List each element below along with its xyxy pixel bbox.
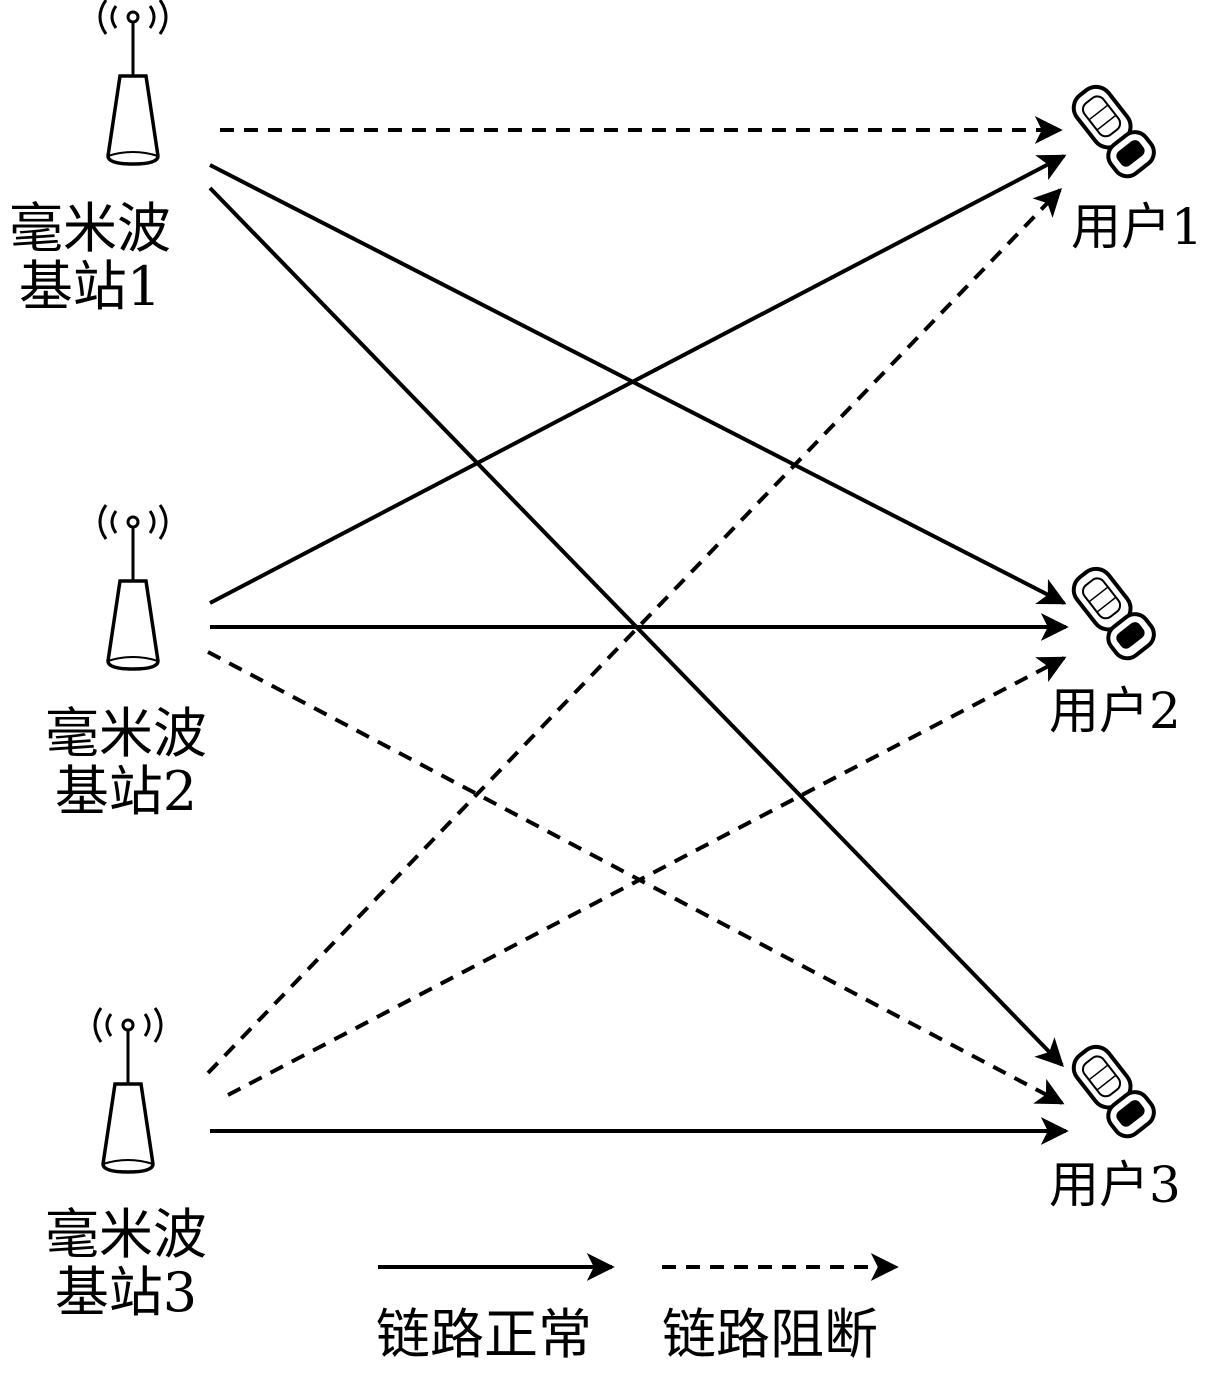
link-bs3-to-u1-blocked: [206, 187, 1062, 1075]
legend-normal-label: 链路正常: [376, 1303, 592, 1366]
antenna-icon: [98, 0, 168, 166]
bs-label-line2: 基站3: [54, 1261, 198, 1324]
antenna-icon: [93, 1007, 163, 1174]
base-station-label: 毫米波 基站3: [36, 1206, 216, 1322]
link-bs2-to-u1-normal: [209, 154, 1067, 605]
bs-label-line2: 基站1: [18, 255, 162, 318]
user-label: 用户1: [1071, 198, 1203, 256]
bs-label-line1: 毫米波: [9, 197, 171, 260]
bs-label-line1: 毫米波: [45, 702, 207, 765]
link-bs2-to-u3-blocked: [207, 650, 1065, 1105]
link-bs1-to-u2-normal: [209, 163, 1067, 605]
user-label: 用户2: [1049, 682, 1181, 740]
link-bs3-to-u2-blocked: [227, 656, 1067, 1097]
phone-icon: [1071, 566, 1156, 661]
antenna-icon: [98, 504, 168, 671]
base-station-label: 毫米波 基站2: [36, 705, 216, 821]
legend-blocked-label: 链路阻断: [662, 1303, 878, 1366]
links-layer: [206, 116, 1069, 1145]
bs-label-line2: 基站2: [54, 760, 198, 823]
bs-label-line1: 毫米波: [45, 1203, 207, 1266]
phone-icon: [1071, 84, 1156, 179]
base-station-label: 毫米波 基站1: [0, 200, 180, 316]
user-label: 用户3: [1049, 1156, 1181, 1214]
phone-icon: [1071, 1044, 1156, 1139]
